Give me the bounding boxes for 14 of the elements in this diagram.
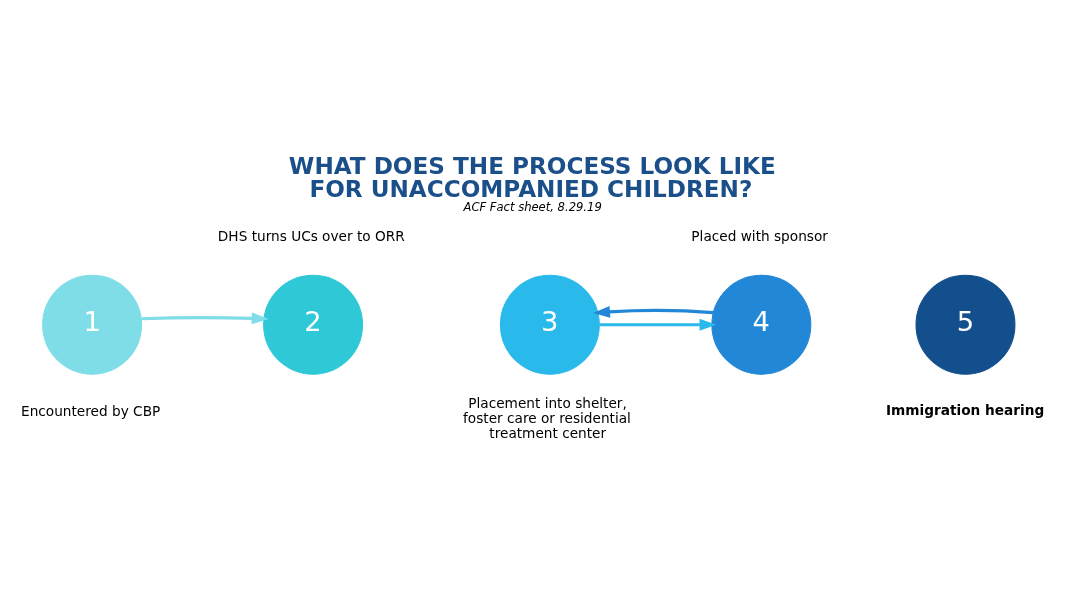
arrow (141, 312, 269, 325)
node-circle: 2 (263, 274, 364, 375)
node-circle: 1 (42, 274, 143, 375)
node-circle: 3 (499, 274, 600, 375)
node-label: Encountered by CBP (21, 402, 161, 419)
node-label: Placed with sponsor (691, 228, 828, 245)
node-label: Immigration hearing (886, 401, 1045, 418)
node-label: DHS turns UCs over to ORR (217, 228, 405, 245)
node-circle: 5 (915, 274, 1016, 375)
node-circle: 4 (711, 274, 812, 375)
node-label: Placement into shelter, foster care or residential treatment center (463, 395, 631, 441)
arrow (593, 305, 714, 318)
caption: ACF Fact sheet, 8.29.19 (463, 199, 602, 214)
arrow (599, 318, 717, 331)
